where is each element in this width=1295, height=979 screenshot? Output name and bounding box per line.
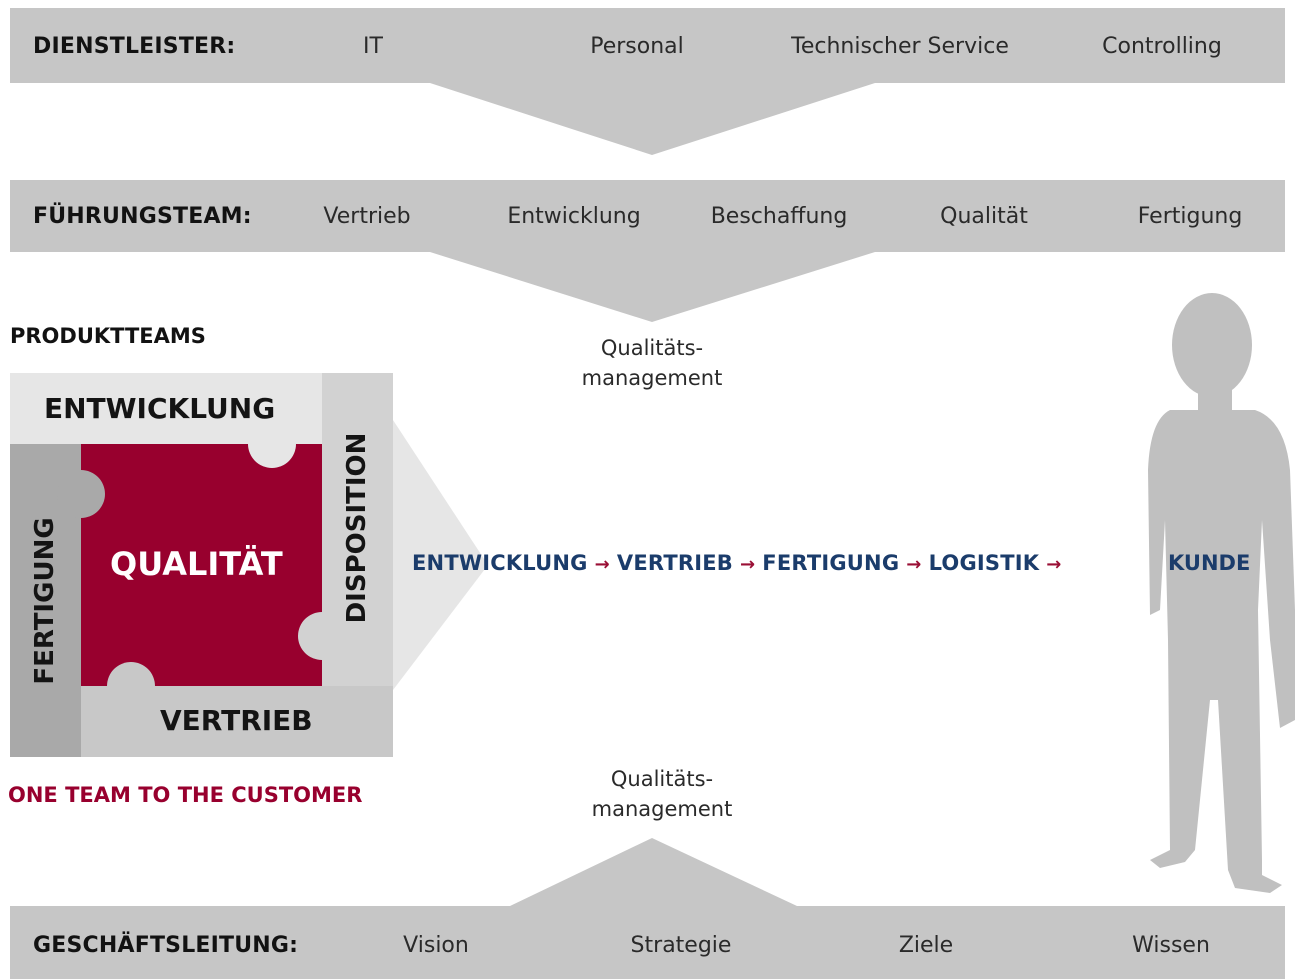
- leadership-item-sales: Vertrieb: [323, 204, 411, 229]
- management-item-knowledge: Wissen: [1132, 933, 1210, 958]
- puzzle-label-development: ENTWICKLUNG: [44, 392, 276, 425]
- product-teams-heading: PRODUKTTEAMS: [10, 324, 206, 348]
- flow-arrow-icon: →: [740, 554, 756, 575]
- puzzle-knob-left: [57, 470, 105, 518]
- service-bar-label: DIENSTLEISTER:: [33, 34, 236, 59]
- leadership-item-manufacturing: Fertigung: [1137, 204, 1243, 229]
- service-item-personal: Personal: [590, 34, 684, 59]
- flow-arrow-icon: →: [906, 554, 922, 575]
- flow-arrow-icon: →: [594, 554, 610, 575]
- puzzle-label-quality: QUALITÄT: [110, 545, 283, 583]
- quality-management-top: Qualitäts- management: [582, 333, 723, 393]
- leadership-item-procurement: Beschaffung: [710, 204, 848, 229]
- flow-arrow-icon: →: [1046, 554, 1062, 575]
- puzzle-label-manufacturing: FERTIGUNG: [30, 517, 60, 685]
- management-band-shape: [10, 838, 1285, 979]
- flow-step-logistics: LOGISTIK: [928, 551, 1040, 575]
- puzzle-label-disposition: DISPOSITION: [342, 432, 372, 624]
- service-band-shape: [10, 8, 1285, 155]
- leadership-item-development: Entwicklung: [507, 204, 641, 229]
- slogan: ONE TEAM TO THE CUSTOMER: [8, 783, 363, 807]
- service-item-controlling: Controlling: [1102, 34, 1222, 59]
- leadership-item-quality: Qualität: [940, 204, 1028, 229]
- flow-target-customer: KUNDE: [1168, 551, 1251, 575]
- flow-step-sales: VERTRIEB: [616, 551, 733, 575]
- puzzle-arrow-shape: [393, 420, 488, 690]
- quality-management-top-line2: management: [581, 366, 723, 390]
- management-item-strategy: Strategie: [630, 933, 732, 958]
- leadership-band-shape: [10, 180, 1285, 322]
- puzzle-label-sales: VERTRIEB: [160, 704, 313, 737]
- flow-step-development: ENTWICKLUNG: [412, 551, 588, 575]
- flow-step-manufacturing: FERTIGUNG: [762, 551, 900, 575]
- quality-management-top-line1: Qualitäts-: [600, 336, 704, 360]
- quality-management-bottom-line2: management: [591, 797, 733, 821]
- process-flow: ENTWICKLUNG → VERTRIEB → FERTIGUNG → LOGISTIK →: [412, 551, 1069, 575]
- quality-management-bottom-line1: Qualitäts-: [610, 767, 714, 791]
- leadership-bar-label: FÜHRUNGSTEAM:: [33, 204, 252, 229]
- puzzle-knob-bottom: [107, 662, 155, 710]
- puzzle-knob-right: [298, 612, 346, 660]
- customer-silhouette: [1148, 293, 1295, 893]
- management-item-vision: Vision: [403, 933, 469, 958]
- service-item-it: IT: [363, 34, 383, 59]
- service-item-technical-service: Technischer Service: [791, 34, 1009, 59]
- management-item-goals: Ziele: [898, 933, 954, 958]
- puzzle-knob-top: [248, 420, 296, 468]
- management-bar-label: GESCHÄFTSLEITUNG:: [33, 933, 299, 958]
- quality-management-bottom: Qualitäts- management: [592, 764, 733, 824]
- puzzle-center-piece: [81, 444, 322, 686]
